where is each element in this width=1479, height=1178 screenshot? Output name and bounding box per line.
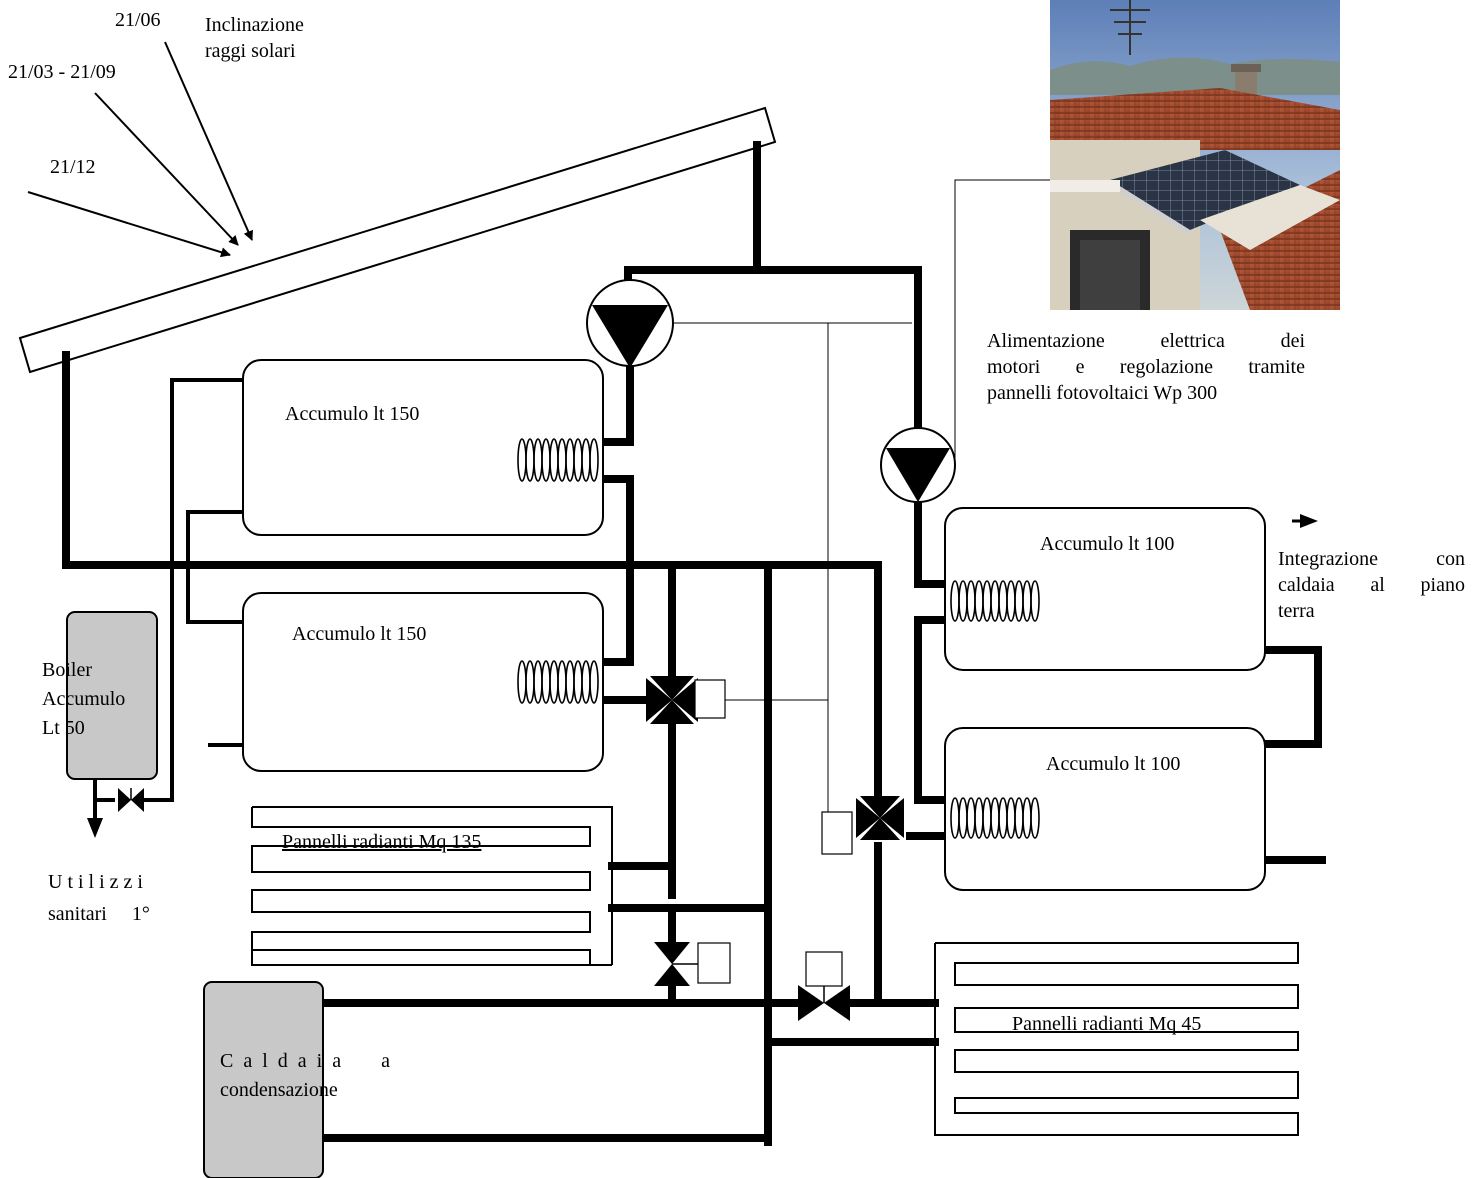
boiler-line3: Lt 50 — [42, 717, 85, 739]
boiler-accumulo-label: Boiler Accumulo Lt 50 — [42, 656, 125, 743]
sanitary-line2: sanitari 1° — [48, 903, 150, 925]
solar-collector — [18, 106, 777, 374]
radiant-panels-135 — [251, 806, 613, 966]
coils — [517, 438, 1040, 839]
pipes — [62, 141, 1326, 1146]
tank-100-lower-label: Accumulo lt 100 — [1046, 753, 1181, 775]
boiler-accumulo-50 — [66, 611, 158, 780]
sun-ray-arrows — [27, 41, 253, 258]
sanitary-valve — [118, 788, 144, 812]
tank-150-lower — [242, 592, 604, 772]
two-way-valve-2 — [798, 951, 850, 1021]
radiant-45-label: Pannelli radianti Mq 45 — [1012, 1013, 1202, 1035]
pv-line3: pannelli fotovoltaici Wp 300 — [987, 382, 1218, 404]
integration-label: Integrazione con caldaia al piano terra — [1278, 546, 1465, 624]
sun-inclination-title: Inclinazione raggi solari — [205, 12, 304, 64]
pump-1 — [586, 279, 674, 368]
pv-line1: Alimentazione elettrica dei — [987, 330, 1305, 352]
tanks — [242, 359, 1266, 891]
date-winter-label: 21/12 — [50, 156, 96, 178]
date-equinox-label: 21/03 - 21/09 — [8, 61, 116, 83]
tank-150-upper-label: Accumulo lt 150 — [285, 403, 420, 425]
pv-description: Alimentazione elettrica dei motori e reg… — [987, 328, 1305, 406]
tank-150-upper — [242, 359, 604, 536]
tank-100-lower — [944, 727, 1266, 891]
coil-upper-100 — [950, 580, 1040, 622]
coil-upper-150 — [517, 438, 599, 482]
tank-100-upper-label: Accumulo lt 100 — [1040, 533, 1175, 555]
coil-lower-100 — [950, 797, 1040, 839]
integration-line3: terra — [1278, 600, 1315, 622]
two-way-valve-1 — [654, 942, 731, 986]
integration-line1: Integrazione con — [1278, 548, 1465, 570]
three-way-valve-1 — [646, 676, 726, 724]
radiant-panels-45 — [934, 942, 1299, 1136]
tank-100-upper — [944, 507, 1266, 671]
condensing-boiler — [203, 981, 324, 1178]
condensing-line2: condensazione — [220, 1079, 338, 1101]
roof-photo — [1050, 0, 1340, 310]
radiant-135-label: Pannelli radianti Mq 135 — [282, 831, 482, 853]
sun-inclination-line1: Inclinazione — [205, 14, 304, 36]
pv-line2: motori e regolazione tramite — [987, 356, 1305, 378]
boiler-line2: Accumulo — [42, 688, 126, 710]
condensing-boiler-label: C a l d a i a a condensazione — [220, 1047, 390, 1105]
pump-2 — [880, 427, 956, 503]
sun-inclination-line2: raggi solari — [205, 40, 296, 62]
integration-line2: caldaia al piano — [1278, 574, 1465, 596]
tank-150-lower-label: Accumulo lt 150 — [292, 623, 427, 645]
boiler-line1: Boiler — [42, 659, 92, 681]
sanitary-label: U t i l i z z i sanitari 1° — [48, 866, 150, 930]
date-summer-label: 21/06 — [115, 9, 161, 31]
coil-lower-150 — [517, 660, 599, 704]
three-way-valve-2 — [821, 796, 904, 855]
sanitary-pipes — [93, 378, 243, 818]
control-wires — [670, 179, 1050, 812]
sanitary-line1: U t i l i z z i — [48, 871, 143, 893]
condensing-line1: C a l d a i a a — [220, 1050, 390, 1072]
